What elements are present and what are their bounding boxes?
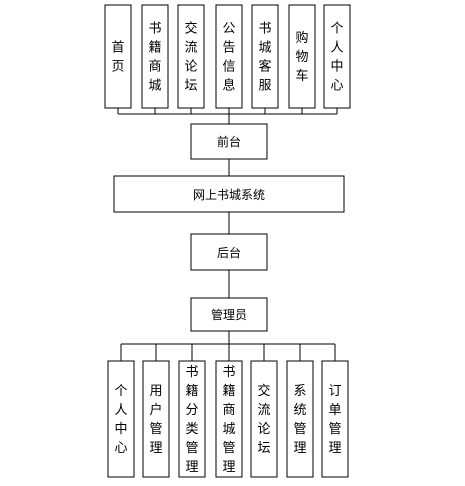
top-modules: 首页 书籍商城 交流论坛 公告信息 书城客服 购物车 个人中心 <box>104 4 351 109</box>
module-box-home <box>104 4 132 109</box>
admin-module-label-forum: 交流论坛 <box>257 383 270 456</box>
admin-module-label-orders: 订单管理 <box>328 384 341 456</box>
admin-module-box-book-mall <box>215 360 243 478</box>
module-box-cart <box>288 4 316 109</box>
admin-box <box>190 297 268 332</box>
module-label-notices: 公告信息 <box>222 22 235 94</box>
admin-module-label-book-categories: 书籍分类管理 <box>185 365 198 475</box>
module-box-forum <box>177 4 205 109</box>
admin-module-box-system <box>286 360 314 478</box>
front-end-label: 前台 <box>217 134 241 149</box>
module-box-book-mall <box>141 4 169 109</box>
module-label-customer-service: 书城客服 <box>258 22 271 94</box>
admin-module-box-book-categories <box>178 360 206 478</box>
admin-module-box-orders <box>321 360 349 478</box>
top-connectors <box>117 108 338 124</box>
module-label-forum: 交流论坛 <box>184 21 197 94</box>
admin-module-label-system: 系统管理 <box>293 384 306 456</box>
module-box-customer-service <box>251 4 279 109</box>
module-label-book-mall: 书籍商城 <box>148 22 161 94</box>
admin-module-label-profile: 个人中心 <box>114 384 127 456</box>
admin-label: 管理员 <box>211 307 247 322</box>
module-box-profile <box>323 4 351 109</box>
admin-module-box-users <box>142 360 170 478</box>
system-box <box>113 175 345 213</box>
center-chain: 前台 网上书城系统 后台 管理员 <box>113 123 345 332</box>
system-label: 网上书城系统 <box>193 188 265 202</box>
front-end-box <box>190 123 268 160</box>
back-end-box <box>190 233 268 271</box>
module-label-home: 首页 <box>111 41 124 75</box>
bottom-connectors <box>120 331 336 361</box>
module-label-profile: 个人中心 <box>330 22 343 94</box>
module-label-cart: 购物车 <box>295 30 308 84</box>
admin-modules: 个人中心 用户管理 书籍分类管理 书籍商城管理 交流论坛 系统管理 订单管理 <box>107 360 349 478</box>
admin-module-label-users: 用户管理 <box>149 384 162 456</box>
module-box-notices <box>215 4 243 109</box>
admin-module-label-book-mall: 书籍商城管理 <box>222 365 235 475</box>
back-end-label: 后台 <box>217 245 241 260</box>
admin-module-box-profile <box>107 360 135 478</box>
admin-module-box-forum <box>250 360 278 478</box>
